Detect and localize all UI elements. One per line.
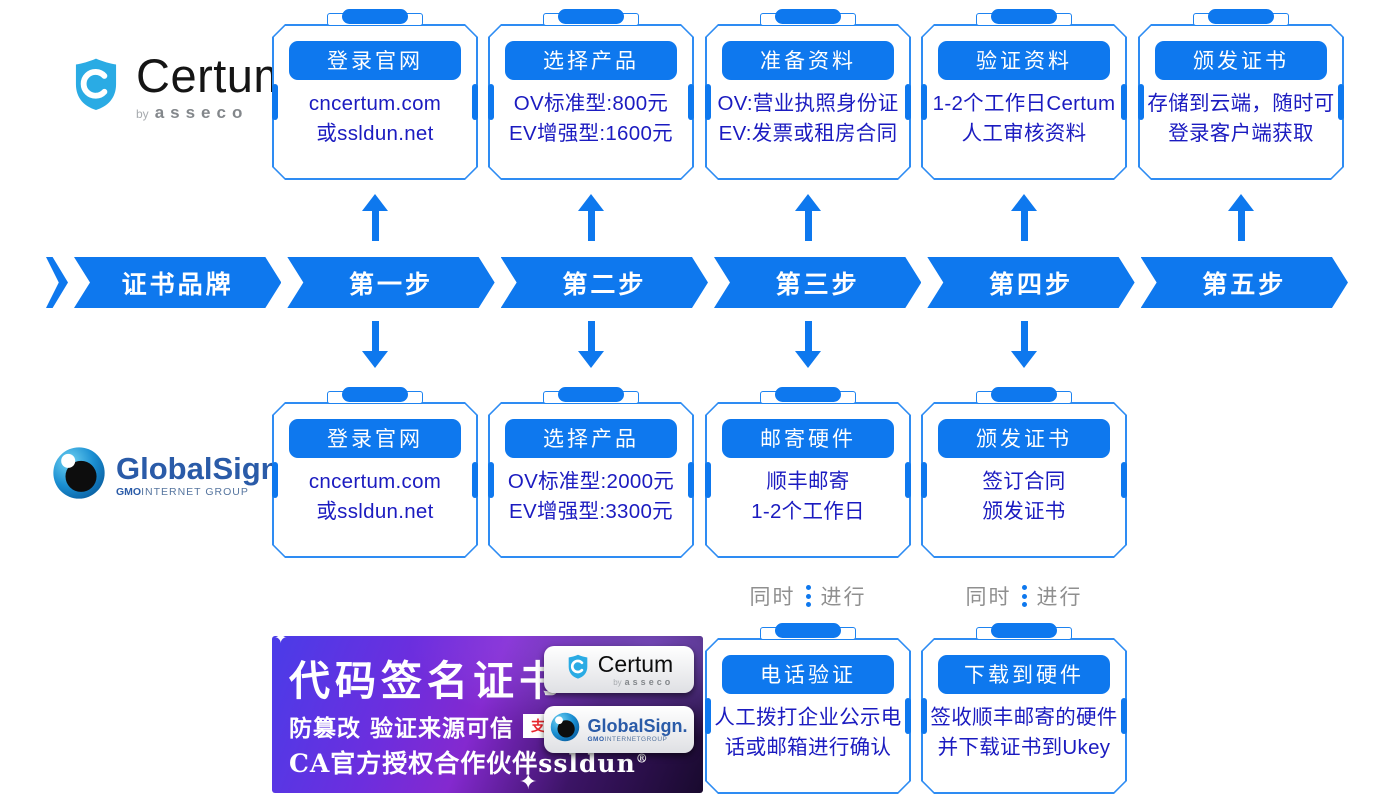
banner-segment-step3: 第三步 (714, 257, 921, 308)
process-banner: 证书品牌 第一步 第二步 第三步 第四步 第五步 (46, 257, 1348, 308)
step-button-mail-hardware[interactable]: 邮寄硬件 (722, 419, 894, 458)
banner-segment-step1: 第一步 (287, 257, 494, 308)
step-description: 签订合同颁发证书 (982, 469, 1066, 524)
card-handle (272, 386, 478, 404)
step-button-phone-verify[interactable]: 电话验证 (722, 655, 894, 694)
ad-title: 代码签名证书 (289, 657, 565, 705)
up-arrow-icon (1011, 194, 1037, 241)
step-button-issue-cert[interactable]: 颁发证书 (938, 419, 1110, 458)
card-handle (921, 622, 1127, 640)
certum-wordmark: Certum (136, 49, 294, 102)
step-button-issue-cert[interactable]: 颁发证书 (1155, 41, 1327, 80)
sparkle-icon: ✦ (274, 636, 288, 647)
certum-shield-icon (565, 653, 591, 686)
card-handle (272, 8, 478, 26)
up-arrow-icon (578, 194, 604, 241)
up-arrow-icon (362, 194, 388, 241)
certum-logo-pill: Certum by asseco (544, 646, 694, 693)
globalsign-eye-icon (550, 712, 580, 747)
step-button-choose-product[interactable]: 选择产品 (505, 41, 677, 80)
sparkle-icon: ✦ (519, 769, 538, 793)
down-arrow-icon (362, 321, 388, 368)
certum-step-card-5: 颁发证书 存储到云端，随时可登录客户端获取 (1138, 8, 1344, 180)
globalsign-wordmark: GlobalSign. (116, 451, 289, 486)
down-arrow-icon (795, 321, 821, 368)
parallel-step-card-1: 电话验证 人工拨打企业公示电话或邮箱进行确认 (705, 622, 911, 794)
card-handle (1138, 8, 1344, 26)
card-handle (488, 8, 694, 26)
globalsign-logo-pill: GlobalSign. GMOINTERNETGROUP (544, 706, 694, 753)
card-handle (705, 386, 911, 404)
registered-mark: ® (635, 751, 649, 766)
step-description: 人工拨打企业公示电话或邮箱进行确认 (714, 705, 902, 760)
card-handle (488, 386, 694, 404)
step-button-choose-product[interactable]: 选择产品 (505, 419, 677, 458)
dotted-divider-icon (1021, 585, 1027, 607)
step-description: 签收顺丰邮寄的硬件并下载证书到Ukey (930, 705, 1118, 760)
down-arrow-icon (578, 321, 604, 368)
parallel-label: 同时 进行 (965, 585, 1083, 609)
banner-cap-chevron (46, 257, 68, 308)
gmo-group-label: GMOINTERNET GROUP (116, 486, 249, 498)
banner-segment-step5: 第五步 (1141, 257, 1348, 308)
ad-partner-line: CA官方授权合作伙伴ssldun® (289, 749, 649, 778)
banner-segment-step4: 第四步 (927, 257, 1134, 308)
banner-segment-brand: 证书品牌 (74, 257, 281, 308)
asseco-wordmark: asseco (154, 103, 249, 122)
step-button-login[interactable]: 登录官网 (289, 41, 461, 80)
parallel-label: 同时 进行 (749, 585, 867, 609)
card-handle (921, 386, 1127, 404)
globalsign-step-card-4: 颁发证书 签订合同颁发证书 (921, 386, 1127, 558)
step-description: 存储到云端，随时可登录客户端获取 (1147, 91, 1335, 146)
globalsign-logo: GlobalSign. GMOINTERNET GROUP (52, 446, 288, 505)
parallel-step-card-2: 下载到硬件 签收顺丰邮寄的硬件并下载证书到Ukey (921, 622, 1127, 794)
step-button-verify-docs[interactable]: 验证资料 (938, 41, 1110, 80)
certum-by-label: by (136, 107, 149, 121)
step-button-login[interactable]: 登录官网 (289, 419, 461, 458)
banner-segment-step2: 第二步 (501, 257, 708, 308)
certum-shield-icon (68, 55, 124, 120)
step-button-download-hardware[interactable]: 下载到硬件 (938, 655, 1110, 694)
card-handle (705, 8, 911, 26)
card-handle (921, 8, 1127, 26)
down-arrow-icon (1011, 321, 1037, 368)
certum-logo: Certum by asseco (68, 52, 293, 123)
ad-subtitle: 防篡改 验证来源可信 (289, 715, 515, 742)
up-arrow-icon (795, 194, 821, 241)
card-handle (705, 622, 911, 640)
dotted-divider-icon (805, 585, 811, 607)
code-signing-ad-banner[interactable]: ✦ 代码签名证书 防篡改 验证来源可信 支持WHQL CA官方授权合作伙伴ssl… (272, 636, 703, 793)
step-button-prepare-docs[interactable]: 准备资料 (722, 41, 894, 80)
globalsign-eye-icon (52, 446, 106, 505)
up-arrow-icon (1228, 194, 1254, 241)
